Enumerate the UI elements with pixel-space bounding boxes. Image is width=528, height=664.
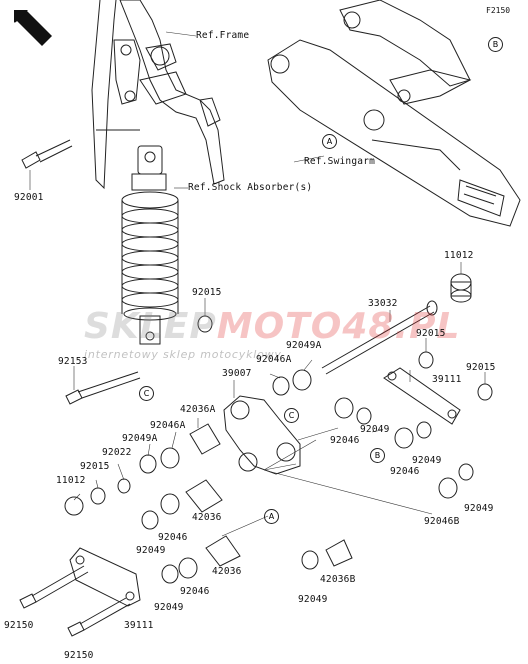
label-92022: 92022 <box>102 447 132 458</box>
label-39111-top: 39111 <box>432 374 462 385</box>
label-92046B: 92046B <box>424 516 460 527</box>
callout-c-shock: C <box>139 386 154 401</box>
link-39111-right <box>383 367 461 425</box>
shock-absorber-drawing <box>121 145 179 345</box>
callout-a-lower: A <box>264 509 279 524</box>
label-92049-b: 92049 <box>298 594 328 605</box>
label-92046A-top: 92046A <box>256 354 292 365</box>
callout-c-rocker: C <box>284 408 299 423</box>
callout-a-swingarm: A <box>322 134 337 149</box>
label-92001: 92001 <box>14 192 44 203</box>
callout-b-mid: B <box>370 448 385 463</box>
label-92046-l1: 92046 <box>158 532 188 543</box>
label-92150-2: 92150 <box>64 650 94 661</box>
label-92015-r1: 92015 <box>416 328 446 339</box>
rocker-arm-39007 <box>223 395 301 475</box>
cap-11012-top <box>450 273 472 303</box>
callout-b-top: B <box>488 37 503 52</box>
pin-33032 <box>321 300 438 375</box>
label-33032: 33032 <box>368 298 398 309</box>
label-92049A-left: 92049A <box>122 433 158 444</box>
label-92046-mid: 92046 <box>330 435 360 446</box>
label-92046-l2: 92046 <box>180 586 210 597</box>
label-92049-rb: 92049 <box>464 503 494 514</box>
label-42036-1: 42036 <box>192 512 222 523</box>
bolt-92153 <box>65 371 141 405</box>
link-39111-bottom <box>69 547 141 607</box>
frame-drawing <box>91 0 225 190</box>
label-92049-mid: 92049 <box>360 424 390 435</box>
ref-frame-label: Ref.Frame <box>196 30 250 41</box>
label-42036-2: 42036 <box>212 566 242 577</box>
diagram-code: F2150 <box>486 6 511 15</box>
label-92150-1: 92150 <box>4 620 34 631</box>
label-92049-r: 92049 <box>412 455 442 466</box>
label-92015-top: 92015 <box>192 287 222 298</box>
ref-shock-label: Ref.Shock Absorber(s) <box>188 182 313 193</box>
label-92049A-top: 92049A <box>286 340 322 351</box>
label-39007: 39007 <box>222 368 252 379</box>
watermark-tagline: internetowy sklep motocyklowy <box>84 348 282 361</box>
swingarm-drawing <box>267 0 521 227</box>
label-42036A: 42036A <box>180 404 216 415</box>
label-92153: 92153 <box>58 356 88 367</box>
label-39111-bottom: 39111 <box>124 620 154 631</box>
front-direction-arrow <box>14 10 52 46</box>
label-92015-left: 92015 <box>80 461 110 472</box>
label-42036B: 42036B <box>320 574 356 585</box>
label-92049-l1: 92049 <box>136 545 166 556</box>
label-92049-l2: 92049 <box>154 602 184 613</box>
label-92046A-left: 92046A <box>150 420 186 431</box>
label-92046-r: 92046 <box>390 466 420 477</box>
label-11012-top: 11012 <box>444 250 474 261</box>
watermark: SKLEPMOTO48.PL <box>84 306 461 347</box>
label-11012-left: 11012 <box>56 475 86 486</box>
bolt-92001 <box>21 139 73 169</box>
label-92015-r2: 92015 <box>466 362 496 373</box>
ref-swingarm-label: Ref.Swingarm <box>304 156 376 167</box>
